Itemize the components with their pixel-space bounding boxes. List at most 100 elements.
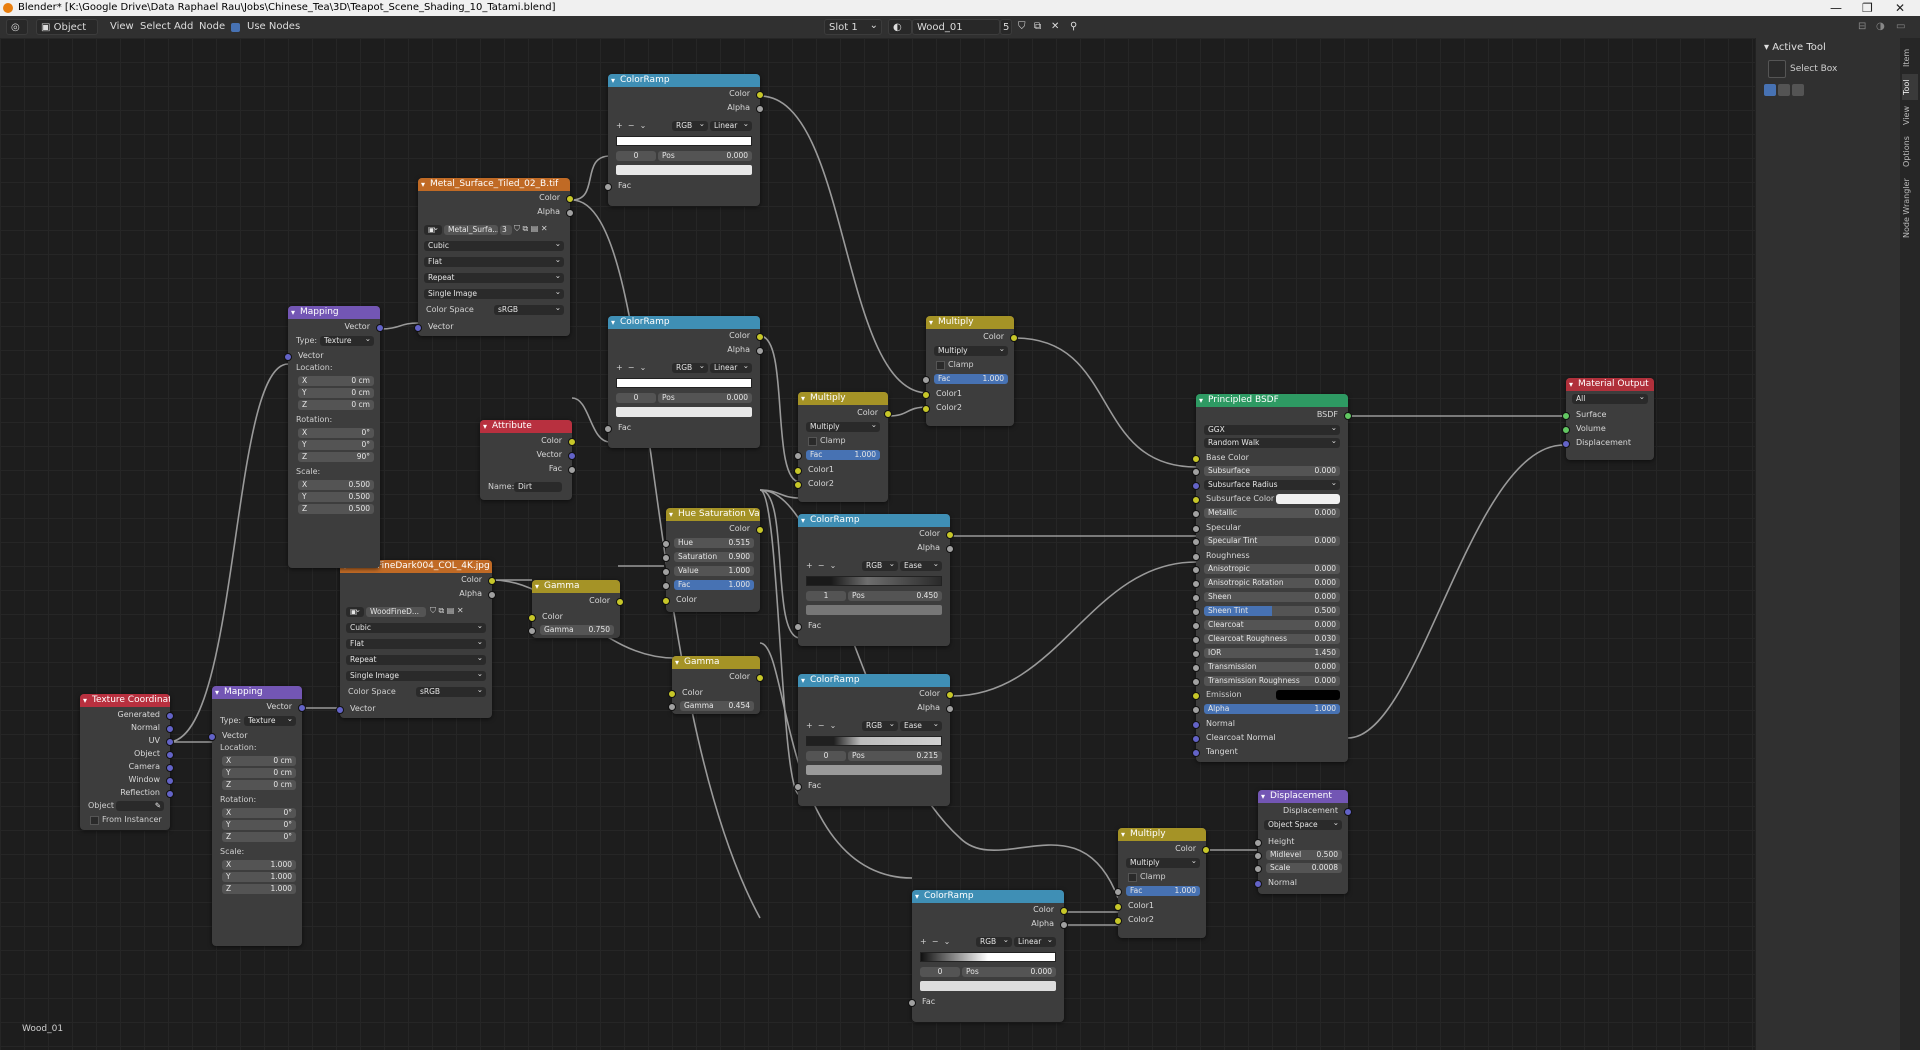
material-browse-button[interactable]: ◐ — [888, 19, 912, 35]
source-dropdown[interactable]: Single Image — [424, 289, 564, 299]
ramp-gradient[interactable] — [616, 136, 752, 146]
socket-in-sheen[interactable] — [1192, 594, 1200, 602]
active-tool-header[interactable]: ▾ Active Tool — [1764, 42, 1826, 53]
ramp-add-remove[interactable]: + − ⌄ — [616, 121, 647, 130]
ramp-add-remove[interactable]: + − ⌄ — [806, 561, 837, 570]
slot-dropdown[interactable]: Slot 1 — [824, 18, 882, 35]
fake-user-icon[interactable]: ⛉ — [1018, 21, 1026, 32]
ramp-mode-dropdown[interactable]: RGB — [672, 121, 708, 131]
socket-in-fac[interactable] — [922, 376, 930, 384]
material-name-field[interactable]: Wood_01 — [912, 19, 1000, 35]
projection-dropdown[interactable]: Flat — [424, 257, 564, 267]
socket-out-bsdf[interactable] — [1344, 412, 1352, 420]
socket-out-object[interactable] — [166, 751, 174, 759]
socket-in-fac[interactable] — [1114, 888, 1122, 896]
socket-in-base-color[interactable] — [1192, 455, 1200, 463]
socket-in-specular-tint[interactable] — [1192, 538, 1200, 546]
socket-in-specular[interactable] — [1192, 525, 1200, 533]
socket-out-normal[interactable] — [166, 725, 174, 733]
node-image-texture-wood[interactable]: WoodFineDark004_COL_4K.jpg Color Alpha ▣… — [336, 560, 496, 718]
node-header[interactable]: Material Output — [1566, 378, 1654, 391]
socket-out-reflection[interactable] — [166, 790, 174, 798]
image-browse-button[interactable]: ▣ — [424, 225, 442, 235]
socket-in-subsurface[interactable] — [1192, 468, 1200, 476]
pin-icon[interactable]: ⚲ — [1070, 21, 1078, 32]
socket-out-color[interactable] — [568, 438, 576, 446]
blend-mode-dropdown[interactable]: Multiply — [1126, 858, 1200, 868]
socket-in-fac[interactable] — [908, 999, 916, 1007]
ramp-stop-color[interactable] — [616, 165, 752, 175]
socket-out-alpha[interactable] — [756, 347, 764, 355]
ramp-add-remove[interactable]: + − ⌄ — [920, 937, 951, 946]
node-material-output[interactable]: Material Output All Surface Volume Displ… — [1562, 378, 1654, 460]
node-colorramp-4[interactable]: ColorRamp Color Alpha + − ⌄ RGB Ease 0 P… — [794, 674, 954, 806]
node-colorramp-3[interactable]: ColorRamp Color Alpha + − ⌄ RGB Ease 1 P… — [794, 514, 954, 646]
node-principled-bsdf[interactable]: Principled BSDF BSDF GGX Random Walk Bas… — [1192, 394, 1352, 762]
socket-in-hue[interactable] — [662, 540, 670, 548]
socket-in-height[interactable] — [1254, 839, 1262, 847]
socket-in-alpha[interactable] — [1192, 706, 1200, 714]
socket-in-ior[interactable] — [1192, 650, 1200, 658]
select-box-icon[interactable] — [1768, 60, 1786, 78]
socket-in-fac[interactable] — [794, 783, 802, 791]
node-header[interactable]: ColorRamp — [798, 514, 950, 527]
tab-item[interactable]: Item — [1902, 48, 1911, 68]
color-space-dropdown[interactable]: sRGB — [416, 687, 486, 697]
material-users-count[interactable]: 5 — [1000, 19, 1012, 35]
maximize-button[interactable]: ❐ — [1862, 1, 1873, 15]
socket-in-roughness[interactable] — [1192, 553, 1200, 561]
socket-in-normal[interactable] — [1254, 880, 1262, 888]
node-header[interactable]: Mapping — [288, 306, 380, 319]
socket-out-color[interactable] — [884, 410, 892, 418]
socket-in-normal[interactable] — [1192, 721, 1200, 729]
socket-out-camera[interactable] — [166, 764, 174, 772]
ramp-stop-index[interactable]: 0 — [616, 393, 656, 403]
node-header[interactable]: ColorRamp — [798, 674, 950, 687]
node-header[interactable]: Multiply — [798, 392, 888, 405]
projection-dropdown[interactable]: Flat — [346, 639, 486, 649]
socket-in-transmission-roughness[interactable] — [1192, 678, 1200, 686]
unlink-material-icon[interactable]: ✕ — [1051, 21, 1060, 32]
socket-in-saturation[interactable] — [662, 554, 670, 562]
close-button[interactable]: ✕ — [1895, 1, 1906, 15]
socket-out-alpha[interactable] — [946, 705, 954, 713]
clamp-checkbox[interactable] — [808, 437, 817, 446]
node-header[interactable]: Hue Saturation Value — [666, 508, 760, 521]
socket-in-fac[interactable] — [794, 623, 802, 631]
image-actions-icons[interactable]: ⛉ ⧉ ▤ ✕ — [430, 606, 464, 615]
node-header[interactable]: ColorRamp — [608, 74, 760, 87]
ramp-gradient[interactable] — [806, 736, 942, 746]
ramp-stop-color[interactable] — [616, 407, 752, 417]
use-nodes-checkbox[interactable] — [231, 23, 240, 32]
socket-in-subsurface-color[interactable] — [1192, 496, 1200, 504]
node-header[interactable]: Attribute — [480, 420, 572, 433]
blend-mode-dropdown[interactable]: Multiply — [934, 346, 1008, 356]
socket-out-alpha[interactable] — [566, 209, 574, 217]
